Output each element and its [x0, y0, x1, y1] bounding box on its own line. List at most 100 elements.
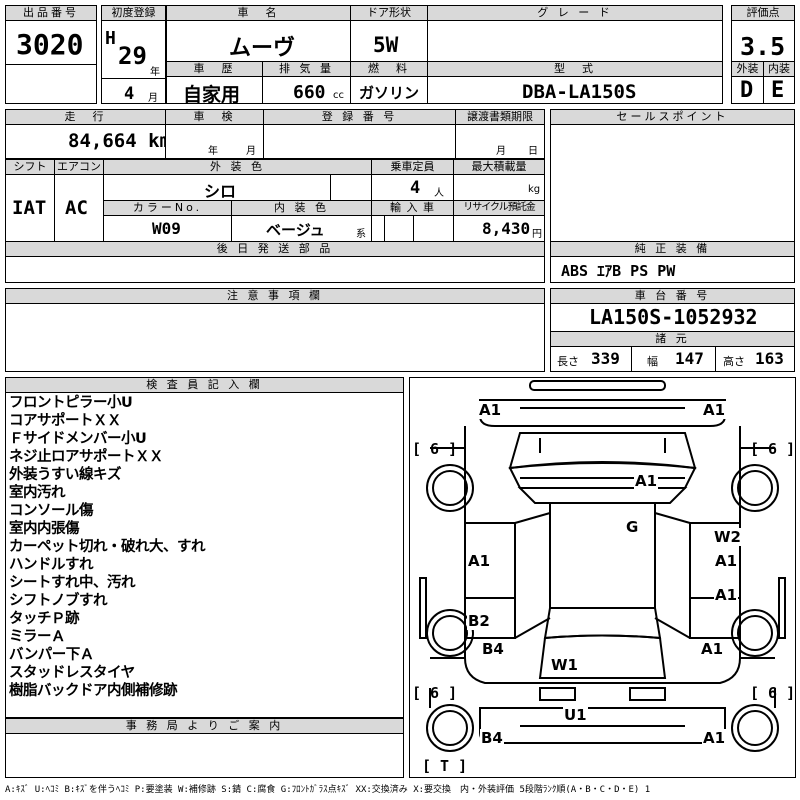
- legend-text: A:ｷｽﾞ U:ﾍｺﾐ B:ｷｽﾞを伴うﾍｺﾐ P:要塗装 W:補修跡 S:錆 …: [5, 785, 651, 795]
- damage-right-rear-door: A1: [714, 586, 739, 604]
- dims-label: 諸 元: [551, 331, 794, 347]
- damage-right-front-door-top: W2: [713, 528, 742, 546]
- fuel-box: 燃 料 ガソリン: [350, 61, 428, 104]
- lot-number-label: 出品番号: [6, 6, 96, 21]
- office-label: 事 務 局 よ り ご 案 内: [6, 719, 403, 734]
- sales-point-label: セールスポイント: [551, 110, 794, 125]
- length-value: 339: [591, 349, 620, 368]
- recycle-label: リサイクル預託金: [454, 201, 544, 216]
- interior-score-value: E: [771, 78, 785, 103]
- inspector-note-item: 樹脂バックドア内側補修跡: [9, 683, 178, 699]
- score-box: 評価点 3.5: [731, 5, 795, 62]
- inspector-note-item: ミラーＡ: [9, 629, 66, 645]
- car-name-value: ムーヴ: [229, 36, 296, 61]
- year-value: 29: [118, 42, 147, 70]
- damage-rear-glass: W1: [550, 656, 579, 674]
- era-value: H: [105, 28, 116, 49]
- history-value: 自家用: [183, 84, 241, 106]
- lot-number-value: 3020: [16, 28, 84, 61]
- height-label: 高さ: [723, 355, 745, 368]
- parts-label: 後 日 発 送 部 品: [6, 242, 544, 257]
- spare-tire-label: [ T ]: [422, 757, 468, 775]
- reg-number-label: 登 録 番 号: [264, 110, 455, 125]
- exterior-score-label: 外装: [732, 62, 763, 77]
- shift-box: シフト IAT: [5, 159, 55, 242]
- inspector-note-item: コンソール傷: [9, 503, 94, 519]
- inspector-note-item: Ｆサイドメンバー小U: [9, 431, 147, 447]
- mileage-label: 走 行: [6, 110, 165, 125]
- capacity-box: 乗車定員 4 人: [371, 159, 454, 201]
- model-label: 型 式: [428, 62, 722, 77]
- capacity-value: 4: [410, 178, 421, 198]
- transfer-month-unit: 月: [496, 146, 506, 157]
- ac-label: エアコン: [55, 160, 103, 175]
- inspector-note-item: スタッドレスタイヤ: [9, 665, 135, 681]
- grade-box: グ レ ー ド: [427, 5, 723, 62]
- inspector-note-item: シートすれ中、汚れ: [9, 575, 136, 591]
- inspector-note-item: ハンドルすれ: [9, 557, 94, 573]
- inspector-note-item: フロントピラー小U: [9, 395, 133, 411]
- inspection-box: 車 検 年 月: [165, 109, 264, 159]
- tire-front-left-label: [ 6 ]: [412, 440, 458, 458]
- load-label: 最大積載量: [454, 160, 544, 175]
- ac-value: AC: [65, 197, 88, 219]
- inspector-note-item: コアサポートＸＸ: [9, 413, 122, 429]
- car-outline-diagram: [419, 380, 786, 752]
- damage-front-left: A1: [478, 401, 503, 419]
- damage-left-rear-quarter: B4: [481, 640, 505, 658]
- exterior-score-box: 外装 D: [731, 61, 764, 104]
- equipment-label: 純 正 装 備: [551, 242, 794, 257]
- int-color-value: ベージュ: [266, 221, 325, 239]
- damage-front-right: A1: [702, 401, 727, 419]
- tire-front-right-label: [ 6 ]: [750, 440, 796, 458]
- score-value: 3.5: [740, 32, 786, 61]
- displacement-value: 660: [293, 82, 326, 103]
- inspector-note-item: 室内内張傷: [9, 521, 80, 537]
- door-box: ドア形状 5W: [350, 5, 428, 62]
- shift-value: IAT: [12, 197, 47, 219]
- fuel-label: 燃 料: [351, 62, 427, 77]
- parts-box: 後 日 発 送 部 品: [5, 241, 545, 283]
- inspection-month-unit: 月: [246, 146, 256, 157]
- reg-number-box: 登 録 番 号: [263, 109, 456, 159]
- damage-rear-right: A1: [702, 729, 727, 747]
- int-color-label: 内 装 色: [232, 201, 371, 216]
- displacement-box: 排 気 量 660 cc: [262, 61, 351, 104]
- lot-number-box: 出品番号 3020: [5, 5, 97, 104]
- equipment-value: ABS ｴｱB PS PW: [561, 262, 676, 280]
- door-label: ドア形状: [351, 6, 427, 21]
- ext-color-label: 外 装 色: [104, 160, 371, 175]
- inspection-label: 車 検: [166, 110, 263, 125]
- color-no-value: W09: [152, 219, 181, 238]
- model-value: DBA-LA150S: [522, 81, 637, 103]
- inspector-note-item: 外装うすい線キズ: [9, 467, 122, 483]
- chassis-label: 車 台 番 号: [551, 289, 794, 304]
- color-no-box: カラーNo. W09: [103, 200, 232, 242]
- damage-left-rear-door: B2: [467, 612, 491, 630]
- caution-box: 注 意 事 項 欄: [5, 288, 545, 372]
- load-box: 最大積載量 kg: [453, 159, 545, 201]
- int-color-box: 内 装 色 ベージュ 系: [231, 200, 372, 242]
- mileage-box: 走 行 84,664 km: [5, 109, 171, 159]
- month-unit: 月: [148, 93, 158, 104]
- inspector-label: 検 査 員 記 入 欄: [6, 378, 403, 393]
- score-label: 評価点: [732, 6, 794, 21]
- ext-color-box: 外 装 色 シロ: [103, 159, 372, 201]
- car-diagram-box: [ 6 ] [ 6 ] [ 6 ] [ 6 ] [ T ] A1 A1 A1 G…: [409, 377, 796, 778]
- exterior-score-value: D: [740, 78, 754, 103]
- recycle-box: リサイクル預託金 8,430 円: [453, 200, 545, 242]
- inspector-note-item: バンパー下Ａ: [9, 647, 94, 663]
- equipment-box: 純 正 装 備 ABS ｴｱB PS PW: [550, 241, 795, 283]
- color-no-label: カラーNo.: [104, 201, 231, 216]
- width-label: 幅: [647, 355, 658, 368]
- damage-right-front-door: A1: [714, 552, 739, 570]
- caution-label: 注 意 事 項 欄: [6, 289, 544, 304]
- month-value: 4: [124, 84, 135, 104]
- damage-bonnet: A1: [634, 472, 659, 490]
- mileage-value: 84,664 km: [68, 130, 171, 152]
- inspector-note-item: 室内汚れ: [9, 485, 66, 501]
- length-label: 長さ: [557, 355, 579, 368]
- ext-color-value: シロ: [204, 182, 237, 201]
